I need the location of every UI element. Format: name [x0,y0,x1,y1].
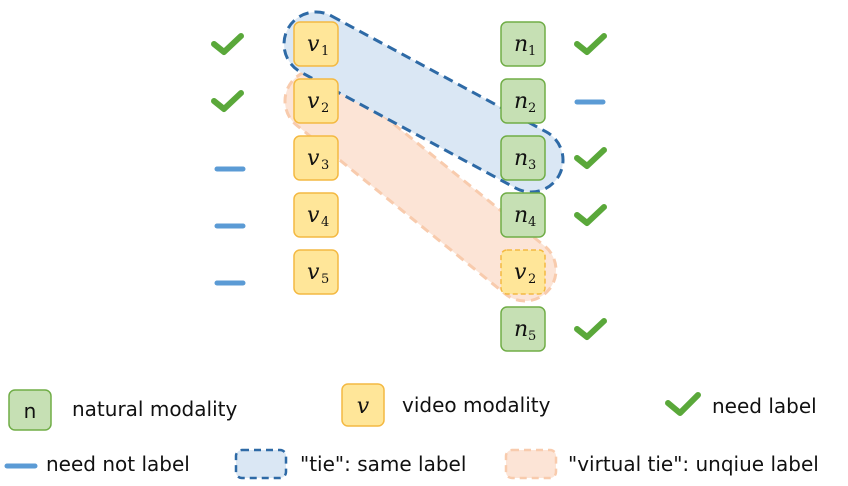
svg-text:1: 1 [321,44,329,59]
svg-text:v: v [514,260,527,285]
svg-text:4: 4 [528,215,536,230]
legend-tie-label: "tie": same label [300,452,466,476]
svg-text:v: v [307,146,320,171]
check-icon [574,147,607,169]
tie-band [282,10,565,194]
legend: n natural modality v video modality need… [4,383,819,480]
svg-text:v: v [307,32,320,57]
svg-text:n: n [514,317,528,342]
svg-text:2: 2 [528,101,536,116]
check-icon [211,33,244,55]
svg-text:n: n [514,89,528,114]
legend-dash-label: need not label [46,452,190,476]
svg-text:3: 3 [528,158,536,173]
legend-natural-label: natural modality [72,397,237,421]
check-icon [574,33,607,55]
tie-layer [282,10,565,303]
legend-video-label: video modality [402,393,551,417]
svg-text:3: 3 [321,158,329,173]
check-icon [574,204,607,226]
svg-text:n: n [514,32,528,57]
legend-natural-symbol: n [24,399,37,423]
svg-text:v: v [307,260,320,285]
legend-virtual-tie-swatch [504,448,558,480]
svg-text:n: n [514,203,528,228]
legend-check-icon [665,392,701,416]
virtual-tie-band [283,68,558,303]
svg-text:1: 1 [528,44,536,59]
legend-video-swatch [341,383,385,427]
svg-text:v: v [307,89,320,114]
svg-text:5: 5 [321,272,329,287]
legend-check-label: need label [712,394,817,418]
legend-video-symbol: v [357,394,370,419]
check-icon [574,318,607,340]
check-icon [211,90,244,112]
svg-text:5: 5 [528,329,536,344]
legend-virtual-tie-label: "virtual tie": unqiue label [568,452,819,476]
svg-text:n: n [514,146,528,171]
legend-natural-swatch [8,389,52,431]
svg-text:4: 4 [321,215,329,230]
svg-text:v: v [307,203,320,228]
legend-tie-swatch [234,448,288,480]
svg-text:2: 2 [321,101,329,116]
mark-layer [211,33,607,340]
svg-text:2: 2 [528,272,536,287]
